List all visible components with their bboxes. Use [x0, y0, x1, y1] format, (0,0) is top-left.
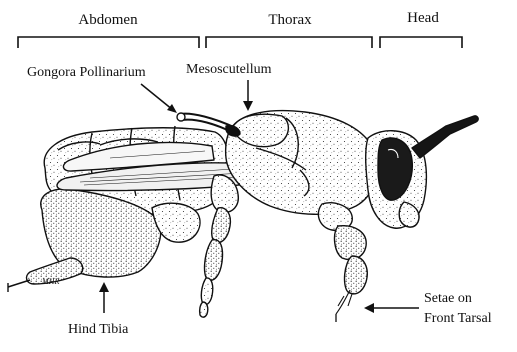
- mesoscutellum-arrow: [243, 80, 253, 111]
- setae-arrow: [364, 303, 419, 313]
- hind-tibia-arrow: [99, 282, 109, 313]
- hind-tibia-label: Hind Tibia: [68, 322, 129, 337]
- gongora-pollinarium-label: Gongora Pollinarium: [27, 65, 146, 80]
- abdomen-bracket: [18, 37, 199, 48]
- head-region-label: Head: [380, 10, 462, 48]
- thorax-bracket: [206, 37, 372, 48]
- front-leg: [318, 203, 367, 322]
- antenna: [412, 116, 478, 158]
- head: [366, 116, 478, 228]
- head-bracket: [380, 37, 462, 48]
- pollinarium-arrow: [141, 84, 177, 113]
- setae-label-line2: Front Tarsal: [424, 311, 492, 326]
- abdomen-label: Abdomen: [78, 12, 138, 28]
- head-label: Head: [407, 10, 439, 26]
- bee-illustration: [8, 111, 478, 322]
- thorax: [226, 111, 377, 215]
- thorax-region-label: Thorax: [206, 12, 372, 48]
- thorax-label: Thorax: [268, 12, 312, 28]
- abdomen-region-label: Abdomen: [18, 12, 199, 48]
- mesoscutellum-label: Mesoscutellum: [186, 62, 272, 77]
- artist-signature: MHR: [41, 277, 59, 286]
- setae-label-line1: Setae on: [424, 291, 472, 306]
- hind-tarsus: [8, 280, 30, 287]
